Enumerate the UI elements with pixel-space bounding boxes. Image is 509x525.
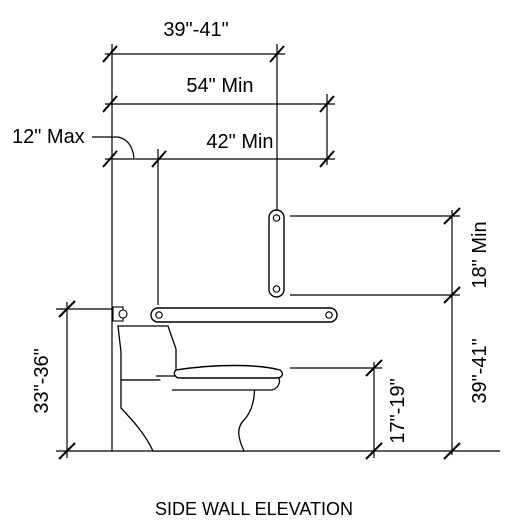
- rear-height-label: 33"-36": [31, 348, 53, 413]
- seat-height-label: 17"-19": [387, 378, 409, 443]
- vertical-grab-bar: [268, 209, 285, 298]
- toilet-drawing: [112, 306, 284, 452]
- top-width-label: 39"-41": [163, 19, 228, 41]
- horizontal-grab-bar: [150, 307, 338, 323]
- vertical-bar-label: 18" Min: [469, 221, 491, 288]
- mid-width-label: 54" Min: [186, 75, 253, 97]
- bar-min-label: 42" Min: [206, 131, 273, 153]
- side-bar-height-label: 39"-41": [469, 338, 491, 403]
- offset-max-label: 12" Max: [12, 126, 85, 148]
- diagram-caption: SIDE WALL ELEVATION: [155, 499, 353, 519]
